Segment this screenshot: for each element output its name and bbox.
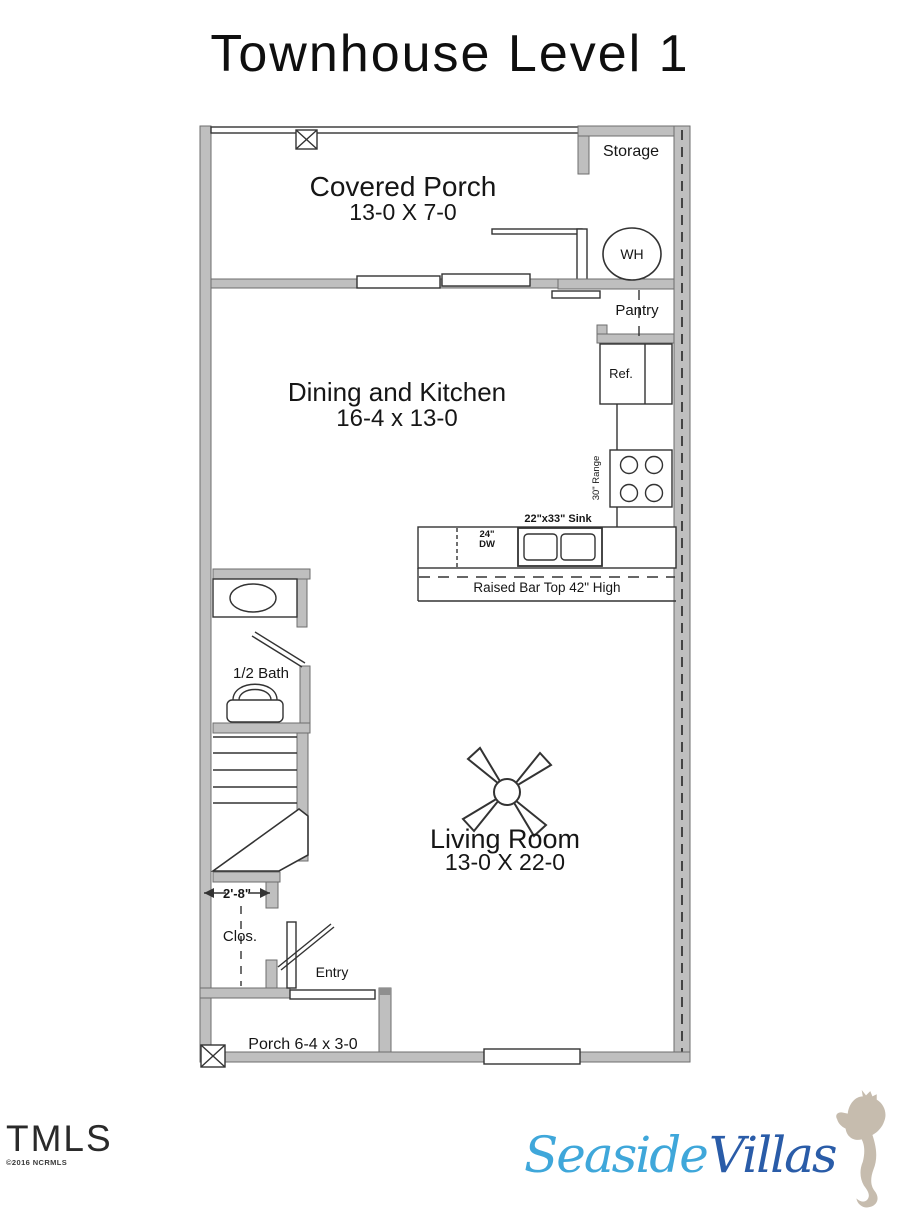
walls [199,125,691,1065]
raised-bar-label: Raised Bar Top 42" High [473,580,620,595]
tmls-wordmark: TMLS [6,1118,113,1159]
bath-door-icon [251,631,306,668]
stairs-icon [210,736,309,872]
water-heater-icon [602,227,662,281]
brand-word-villas: Villas [708,1126,838,1184]
dishwasher-label: 24" [479,529,494,540]
living-room-dims: 13-0 X 22-0 [445,849,565,875]
tmls-logo: TMLS ©2016 NCRMLS [6,1120,113,1167]
mls-copyright: ©2016 NCRMLS [6,1158,68,1167]
covered-porch-label: Covered Porch [310,171,497,202]
dishwasher-label: DW [479,539,495,550]
toilet-icon [226,683,284,723]
entry-door-icon [277,921,335,989]
covered-porch-dims: 13-0 X 7-0 [349,199,456,225]
dining-kitchen-label: Dining and Kitchen [288,377,506,407]
living-room-label: Living Room [430,824,580,854]
storage-label: Storage [603,143,659,160]
half-bath-label: 1/2 Bath [233,665,289,682]
range-burners-icon [609,449,673,508]
refrigerator-icon [599,343,673,405]
seahorse-icon [836,1090,886,1208]
dimension-arrows [204,888,270,898]
column-icon [200,1044,226,1068]
water-heater-label: WH [620,246,643,262]
sink-label: 22"x33" Sink [524,513,592,525]
sink-icon [517,527,603,567]
pantry-label: Pantry [615,302,659,319]
refrigerator-label: Ref. [609,366,633,381]
vanity-sink-icon [212,578,298,618]
porch-label: Porch 6-4 x 3-0 [248,1036,357,1053]
ceiling-fan-icon [461,746,553,838]
range-label: 30" Range [591,456,602,501]
column-icon [295,129,318,150]
closet-label: Clos. [223,928,257,945]
brand-word-seaside: Seaside [524,1126,709,1184]
dining-kitchen-dims: 16-4 x 13-0 [336,405,457,432]
entry-label: Entry [316,964,349,980]
closet-width-label: 2'-8" [223,886,251,901]
seaside-villas-logo: SeasideVillas [524,1090,900,1208]
page-title: Townhouse Level 1 [210,25,690,83]
brand-wordmark: SeasideVillas [524,1130,838,1180]
